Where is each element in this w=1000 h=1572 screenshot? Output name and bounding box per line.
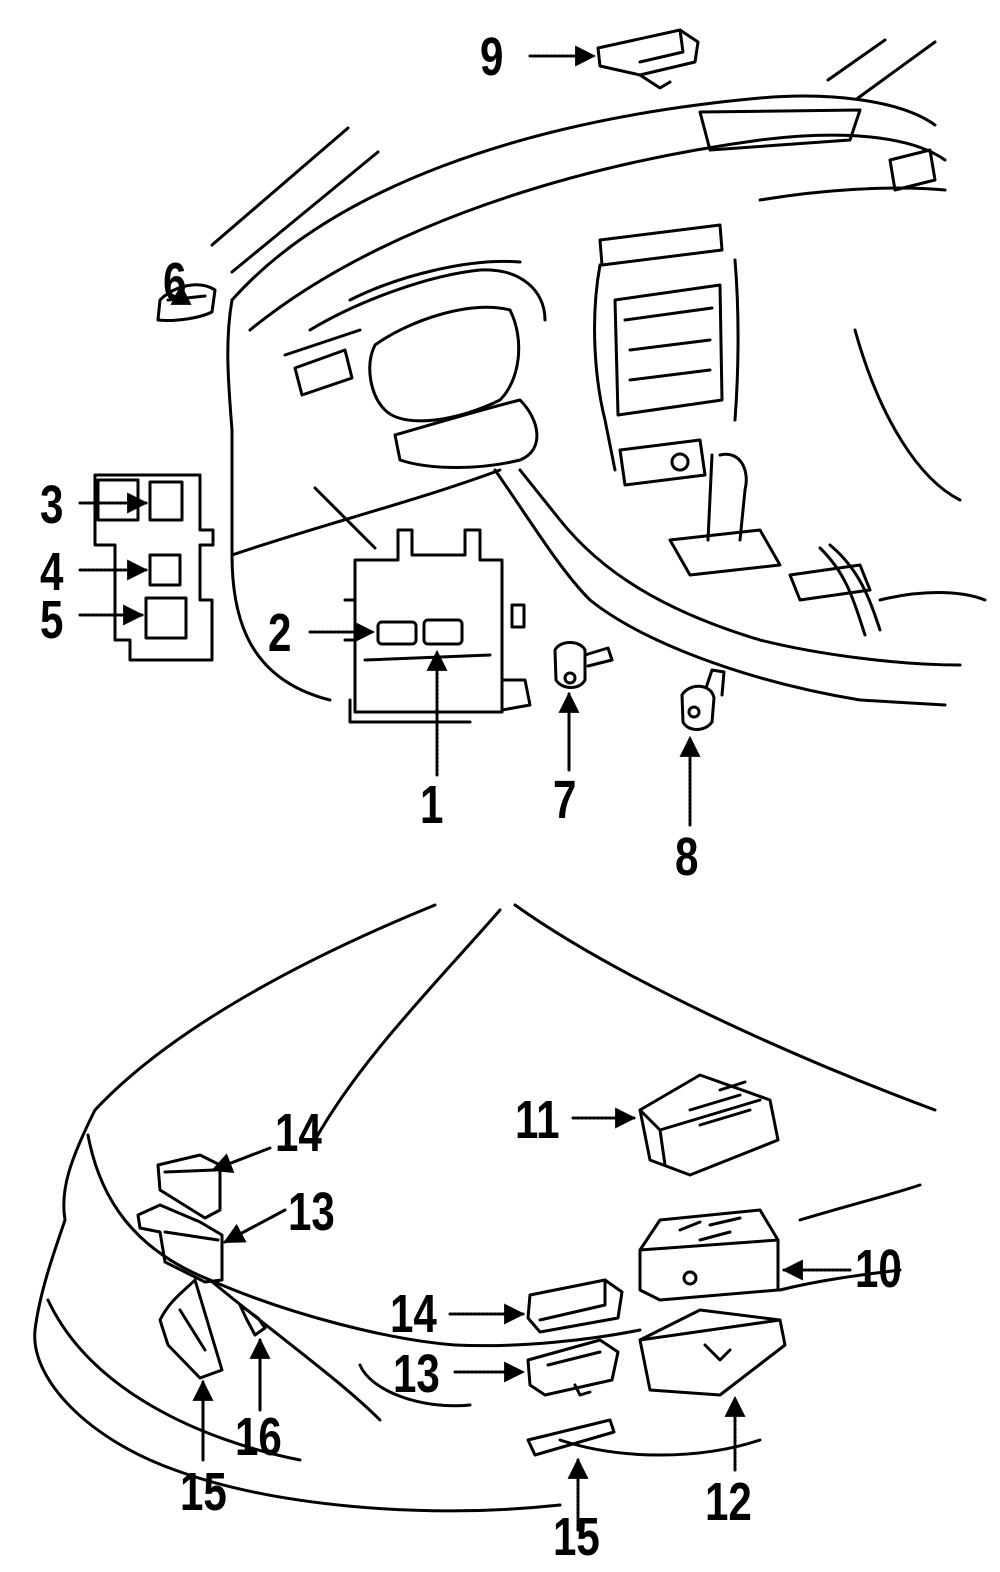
callout-16: 16 bbox=[235, 1407, 282, 1467]
part-8-sensor bbox=[679, 668, 726, 827]
callout-1: 1 bbox=[420, 775, 444, 835]
part-9-module bbox=[528, 28, 700, 90]
callout-5: 5 bbox=[40, 590, 64, 650]
junction-block-outline bbox=[308, 528, 532, 777]
callout-14-left: 14 bbox=[275, 1103, 322, 1163]
part-11-cover bbox=[571, 1073, 780, 1177]
callout-14-right: 14 bbox=[390, 1284, 437, 1344]
relay-block-outline bbox=[78, 473, 215, 662]
callout-8: 8 bbox=[675, 827, 699, 887]
callout-4: 4 bbox=[40, 542, 64, 602]
callout-2: 2 bbox=[268, 603, 292, 663]
callout-12: 12 bbox=[705, 1472, 752, 1532]
callout-3: 3 bbox=[40, 475, 64, 535]
callout-11: 11 bbox=[515, 1090, 560, 1150]
part-10-fuse-box bbox=[638, 1208, 852, 1302]
left-small-parts bbox=[136, 1146, 287, 1462]
callout-13-right: 13 bbox=[393, 1344, 440, 1404]
part-12-lower-box bbox=[638, 1308, 787, 1472]
callout-13-left: 13 bbox=[288, 1182, 335, 1242]
callout-10: 10 bbox=[855, 1239, 902, 1299]
dashboard-outline bbox=[210, 38, 987, 707]
callout-6: 6 bbox=[163, 252, 187, 312]
part-7-sensor bbox=[553, 641, 614, 772]
callout-9: 9 bbox=[480, 27, 504, 87]
right-small-parts bbox=[448, 1278, 624, 1532]
part-6-module bbox=[156, 283, 217, 322]
callout-15-right: 15 bbox=[553, 1507, 600, 1567]
callout-7: 7 bbox=[553, 770, 577, 830]
callout-15-left: 15 bbox=[180, 1462, 227, 1522]
